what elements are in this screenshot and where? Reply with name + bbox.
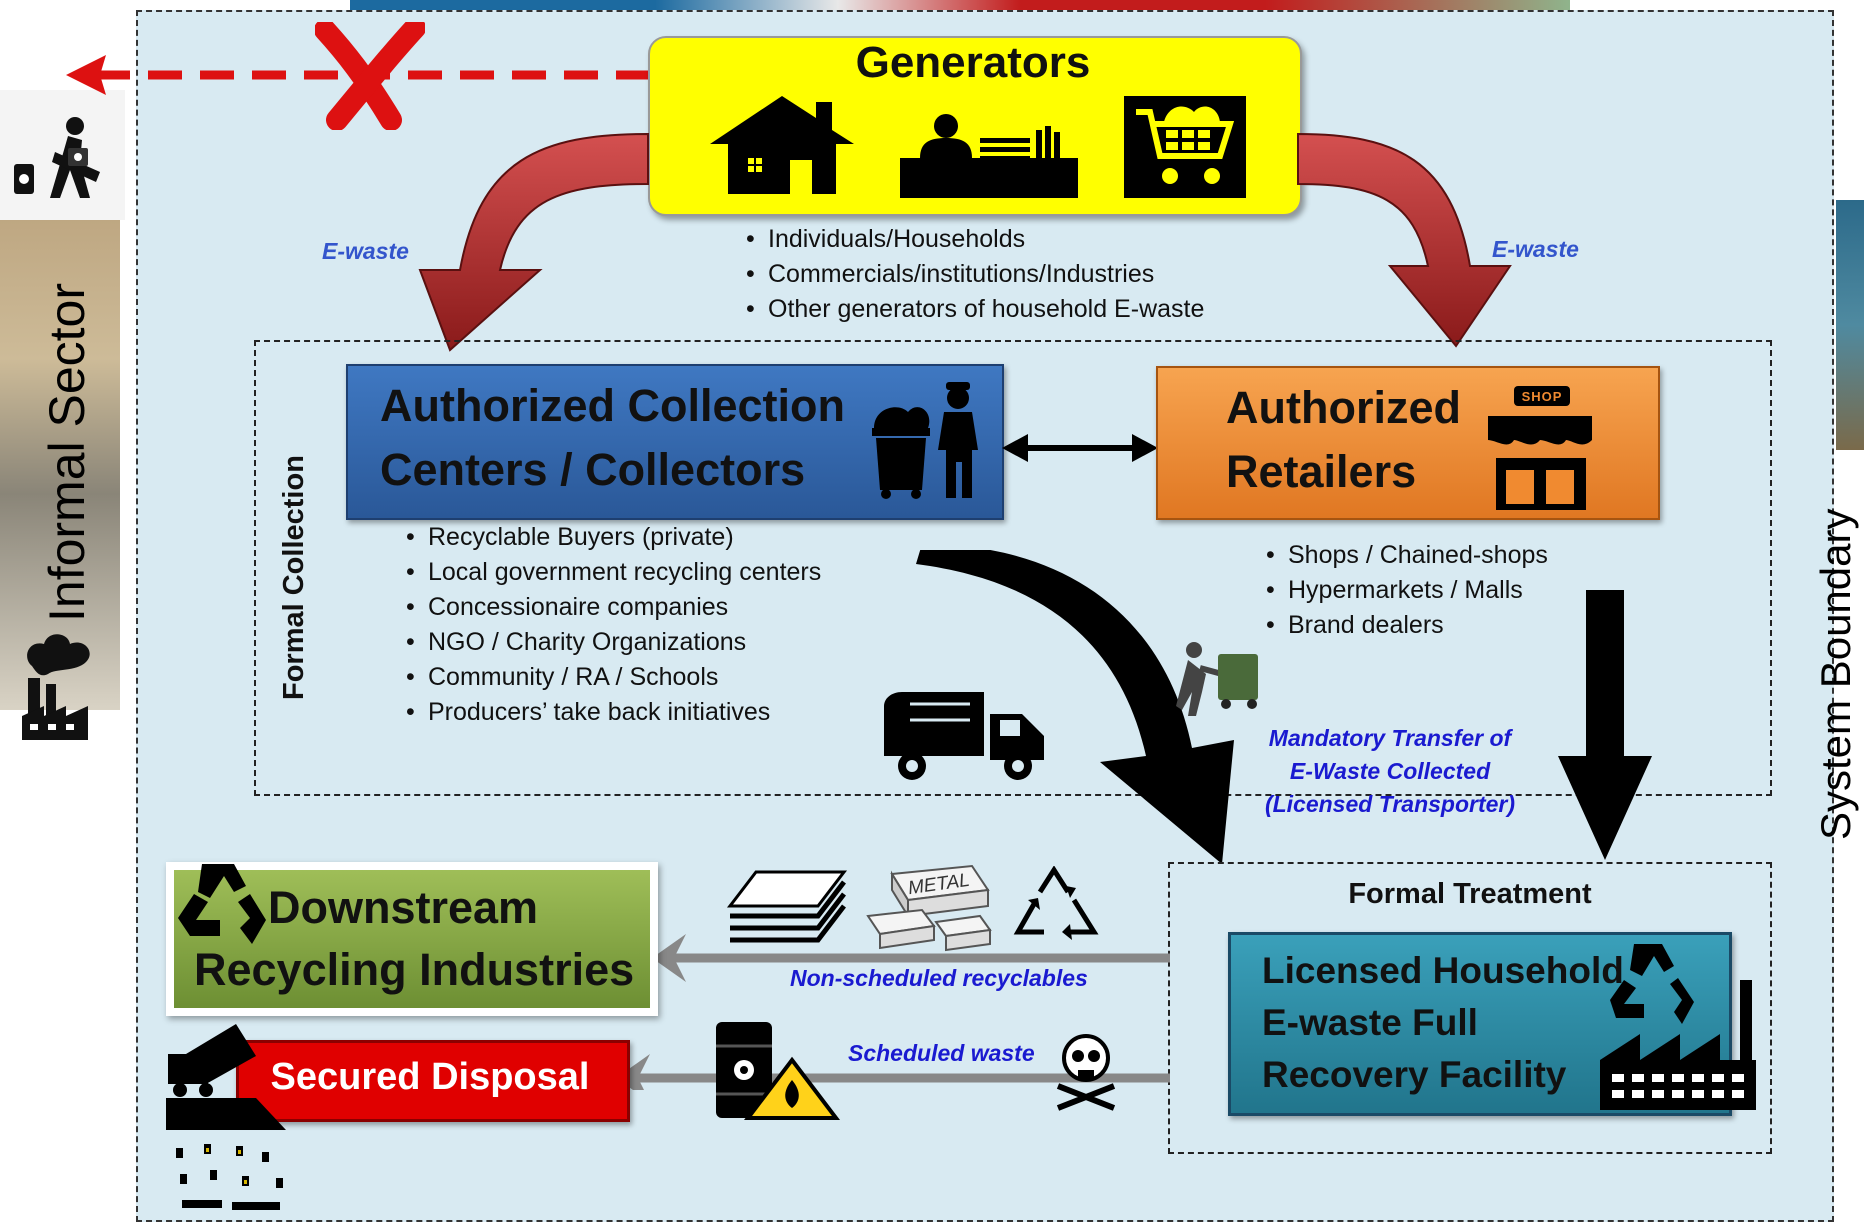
formal-treatment-box [1168, 862, 1772, 1154]
scheduled-label: Scheduled waste [848, 1040, 1035, 1066]
mandatory-transfer-line1: Mandatory Transfer of [1268, 725, 1512, 751]
ewaste-flow-arrows [418, 132, 1512, 352]
generators-title: Generators [855, 38, 1091, 87]
ewaste-left-label: E-waste [322, 238, 409, 264]
garbage-truck-icon [884, 692, 1044, 780]
hazardous-barrel-icon [716, 1022, 841, 1120]
top-photo-strip [350, 0, 1570, 12]
collection-transfer-arrows [916, 550, 1652, 864]
retailers-to-treatment-arrow [1558, 590, 1652, 860]
informal-sector-photo [0, 170, 120, 710]
informal-worker-icon-bg [0, 90, 125, 220]
mandatory-transfer-line2: E-Waste Collected [1289, 758, 1491, 784]
recycle-symbol-icon [1013, 866, 1099, 940]
downstream-line2: Recycling Industries [194, 944, 635, 995]
blocked-x-icon [315, 22, 425, 130]
ewaste-arrow-right [1297, 132, 1512, 348]
list-item: Hypermarkets / Malls [1266, 573, 1548, 608]
informal-worker-icon [14, 117, 100, 198]
facility-line2: E-waste Full [1262, 1002, 1478, 1043]
shopping-cart-icon [1124, 96, 1246, 198]
downstream-recycle-icon [178, 864, 266, 944]
retailers-title-line1: Authorized [1226, 382, 1461, 433]
list-item: Local government recycling centers [406, 555, 821, 590]
collectors-list: Recyclable Buyers (private) Local govern… [406, 520, 821, 730]
formal-treatment-label: Formal Treatment [1348, 878, 1592, 910]
list-item: Brand dealers [1266, 608, 1548, 643]
collector-retailer-arrow [1002, 434, 1158, 462]
recycling-factory-icon [1600, 944, 1756, 1110]
mandatory-transfer-label: Mandatory Transfer of E-Waste Collected … [1240, 722, 1540, 821]
list-item: Shops / Chained-shops [1266, 538, 1548, 573]
facility-line3: Recovery Facility [1262, 1054, 1567, 1095]
retailers-list: Shops / Chained-shops Hypermarkets / Mal… [1266, 538, 1548, 643]
facility-line1: Licensed Household [1262, 950, 1624, 991]
list-item: Recyclable Buyers (private) [406, 520, 821, 555]
retailers-title-line2: Retailers [1226, 446, 1417, 497]
generators-list: Individuals/Households Commercials/insti… [746, 222, 1204, 327]
collectors-to-treatment-arrow [916, 550, 1234, 864]
non-scheduled-arrowhead [652, 934, 686, 982]
list-item: Other generators of household E-waste [746, 292, 1204, 327]
metal-bars-icon [866, 864, 992, 952]
household-icon [710, 96, 854, 194]
list-item: Concessionaire companies [406, 590, 821, 625]
skull-crossbones-icon [1056, 1034, 1116, 1111]
ewaste-arrow-left [418, 132, 649, 352]
paper-sheets-icon [726, 870, 848, 943]
downstream-line1: Downstream [268, 882, 539, 933]
list-item: Community / RA / Schools [406, 660, 821, 695]
list-item: NGO / Charity Organizations [406, 625, 821, 660]
secured-disposal-box [236, 1040, 630, 1122]
list-item: Producers’ take back initiatives [406, 695, 821, 730]
secured-disposal-label: Secured Disposal [270, 1056, 590, 1098]
mandatory-transfer-line3: (Licensed Transporter) [1264, 791, 1516, 817]
commercial-office-icon [900, 114, 1078, 198]
system-boundary-label: System Boundary [1812, 508, 1859, 841]
worker-pushing-bin-icon [1176, 642, 1258, 716]
polluting-factory-icon [22, 634, 90, 740]
collectors-title-line2: Centers / Collectors [380, 444, 806, 495]
shop-icon [1488, 386, 1592, 510]
right-photo-strip [1836, 200, 1864, 450]
formal-collection-label: Formal Collection [278, 455, 310, 700]
list-item: Individuals/Households [746, 222, 1204, 257]
non-scheduled-label: Non-scheduled recyclables [790, 965, 1088, 991]
list-item: Commercials/institutions/Industries [746, 257, 1204, 292]
ewaste-right-label: E-waste [1492, 236, 1579, 262]
formal-collection-box [254, 340, 1772, 796]
landfill-dump-truck-icon [166, 1024, 286, 1210]
collector-bin-icon [872, 382, 978, 499]
shop-sign-text: SHOP [1521, 389, 1563, 404]
informal-sector-label: Informal Sector [39, 282, 95, 622]
collectors-title-line1: Authorized Collection [380, 380, 845, 431]
